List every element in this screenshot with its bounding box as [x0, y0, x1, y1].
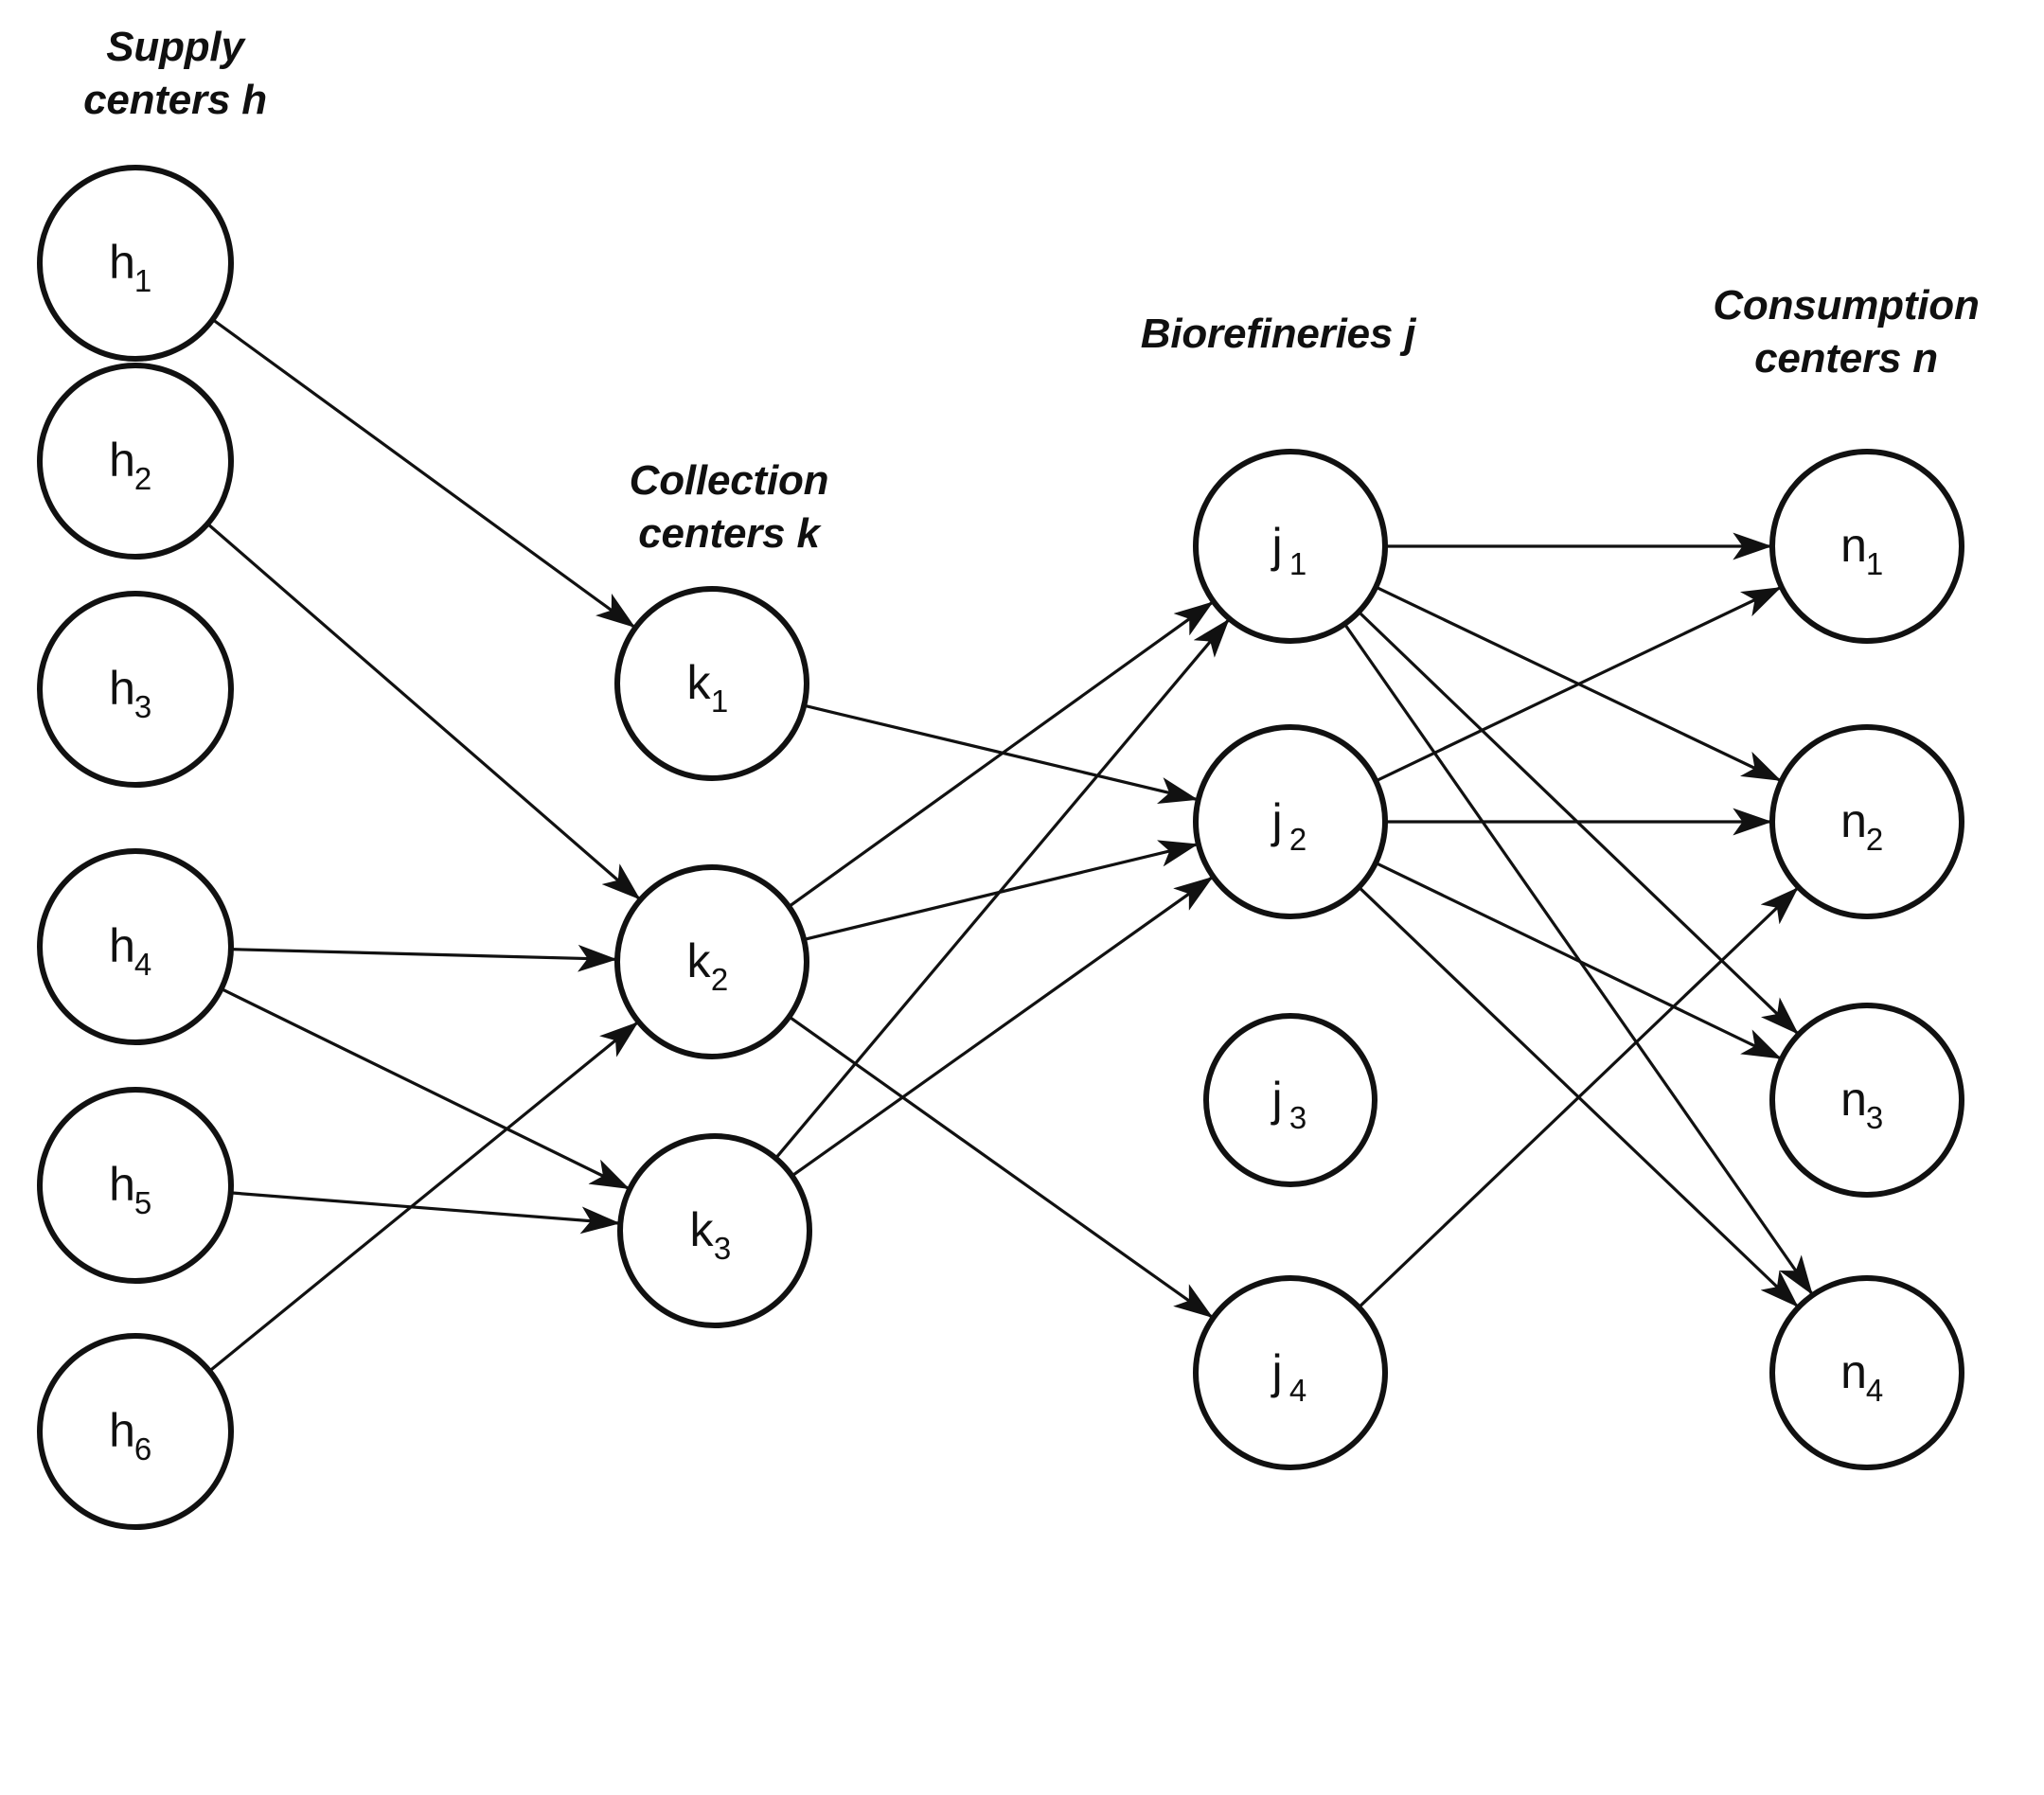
group-label-collection-centers: Collection centers k — [629, 457, 829, 558]
node-circle-j1[interactable] — [1193, 449, 1388, 644]
node-h4[interactable]: h4 — [37, 848, 234, 1045]
node-subscript-h6: 6 — [134, 1431, 151, 1466]
group-label-supply-centers: Supply centers h — [83, 24, 267, 124]
node-n1[interactable]: n1 — [1769, 449, 1964, 644]
node-subscript-k2: 2 — [711, 962, 728, 997]
node-subscript-h5: 5 — [134, 1185, 151, 1220]
node-label-j4: j — [1270, 1345, 1282, 1398]
node-label-n1: n — [1840, 519, 1867, 572]
node-subscript-j4: 4 — [1289, 1373, 1306, 1408]
node-circle-k3[interactable] — [617, 1133, 812, 1328]
node-label-n3: n — [1840, 1073, 1867, 1126]
node-circle-j3[interactable] — [1203, 1013, 1377, 1187]
edge-h4-to-k3 — [220, 987, 631, 1190]
node-circle-k1[interactable] — [614, 586, 809, 781]
node-subscript-n3: 3 — [1866, 1100, 1883, 1135]
node-label-n2: n — [1840, 794, 1867, 847]
node-circle-h3[interactable] — [37, 591, 234, 788]
node-subscript-n4: 4 — [1866, 1373, 1883, 1408]
node-subscript-n2: 2 — [1866, 822, 1883, 857]
node-label-k1: k — [687, 656, 712, 709]
node-label-h5: h — [109, 1158, 135, 1211]
node-h3[interactable]: h3 — [37, 591, 234, 788]
edge-k2-to-j1 — [788, 601, 1214, 908]
node-subscript-n1: 1 — [1866, 546, 1883, 581]
edge-j4-to-n2 — [1358, 887, 1799, 1309]
edge-j2-to-n3 — [1375, 862, 1782, 1060]
edge-j1-to-n4 — [1342, 623, 1813, 1295]
edge-h5-to-k3 — [230, 1191, 621, 1235]
node-circle-n3[interactable] — [1769, 1003, 1964, 1198]
node-label-j1: j — [1270, 519, 1282, 572]
node-subscript-h3: 3 — [134, 689, 151, 724]
edge-h2-to-k2 — [206, 523, 641, 900]
edge-k2-to-j4 — [788, 1015, 1214, 1319]
node-subscript-k1: 1 — [711, 684, 728, 719]
group-label-biorefineries: Biorefineries j — [1140, 311, 1416, 357]
node-n3[interactable]: n3 — [1769, 1003, 1964, 1198]
node-circle-h6[interactable] — [37, 1333, 234, 1530]
node-circle-j2[interactable] — [1193, 724, 1388, 919]
edge-k1-to-j2 — [803, 703, 1199, 805]
edge-j2-to-n1 — [1375, 586, 1782, 783]
node-subscript-j2: 2 — [1289, 822, 1306, 857]
node-label-n4: n — [1840, 1345, 1867, 1398]
node-label-k3: k — [690, 1203, 715, 1256]
edge-h1-to-k1 — [211, 318, 636, 629]
edge-k3-to-j1 — [774, 618, 1230, 1160]
node-subscript-k3: 3 — [714, 1231, 731, 1266]
node-h1[interactable]: h1 — [37, 165, 234, 362]
node-circle-h4[interactable] — [37, 848, 234, 1045]
node-h2[interactable]: h2 — [37, 363, 234, 560]
node-circle-k2[interactable] — [614, 864, 809, 1059]
node-subscript-h2: 2 — [134, 461, 151, 496]
node-label-h2: h — [109, 434, 135, 487]
node-n4[interactable]: n4 — [1769, 1275, 1964, 1470]
node-circle-n4[interactable] — [1769, 1275, 1964, 1470]
node-label-k2: k — [687, 934, 712, 987]
edge-h6-to-k2 — [208, 1022, 639, 1373]
node-circle-h5[interactable] — [37, 1087, 234, 1284]
edge-h4-to-k2 — [230, 944, 617, 972]
node-label-h1: h — [109, 236, 135, 289]
node-circle-n1[interactable] — [1769, 449, 1964, 644]
node-subscript-j3: 3 — [1289, 1100, 1306, 1135]
group-label-consumption-centers: Consumption centers n — [1713, 282, 1980, 382]
node-label-j3: j — [1270, 1073, 1282, 1126]
node-n2[interactable]: n2 — [1769, 724, 1964, 919]
node-h6[interactable]: h6 — [37, 1333, 234, 1530]
edge-layer — [206, 318, 1813, 1373]
node-circle-j4[interactable] — [1193, 1275, 1388, 1470]
node-label-h6: h — [109, 1404, 135, 1457]
node-h5[interactable]: h5 — [37, 1087, 234, 1284]
node-subscript-h4: 4 — [134, 947, 151, 982]
node-circle-n2[interactable] — [1769, 724, 1964, 919]
node-label-j2: j — [1270, 794, 1282, 847]
node-circle-h1[interactable] — [37, 165, 234, 362]
edge-k3-to-j2 — [791, 876, 1214, 1178]
node-label-h3: h — [109, 662, 135, 715]
node-subscript-j1: 1 — [1289, 546, 1306, 581]
node-circle-h2[interactable] — [37, 363, 234, 560]
node-label-h4: h — [109, 919, 135, 972]
node-subscript-h1: 1 — [134, 263, 151, 298]
